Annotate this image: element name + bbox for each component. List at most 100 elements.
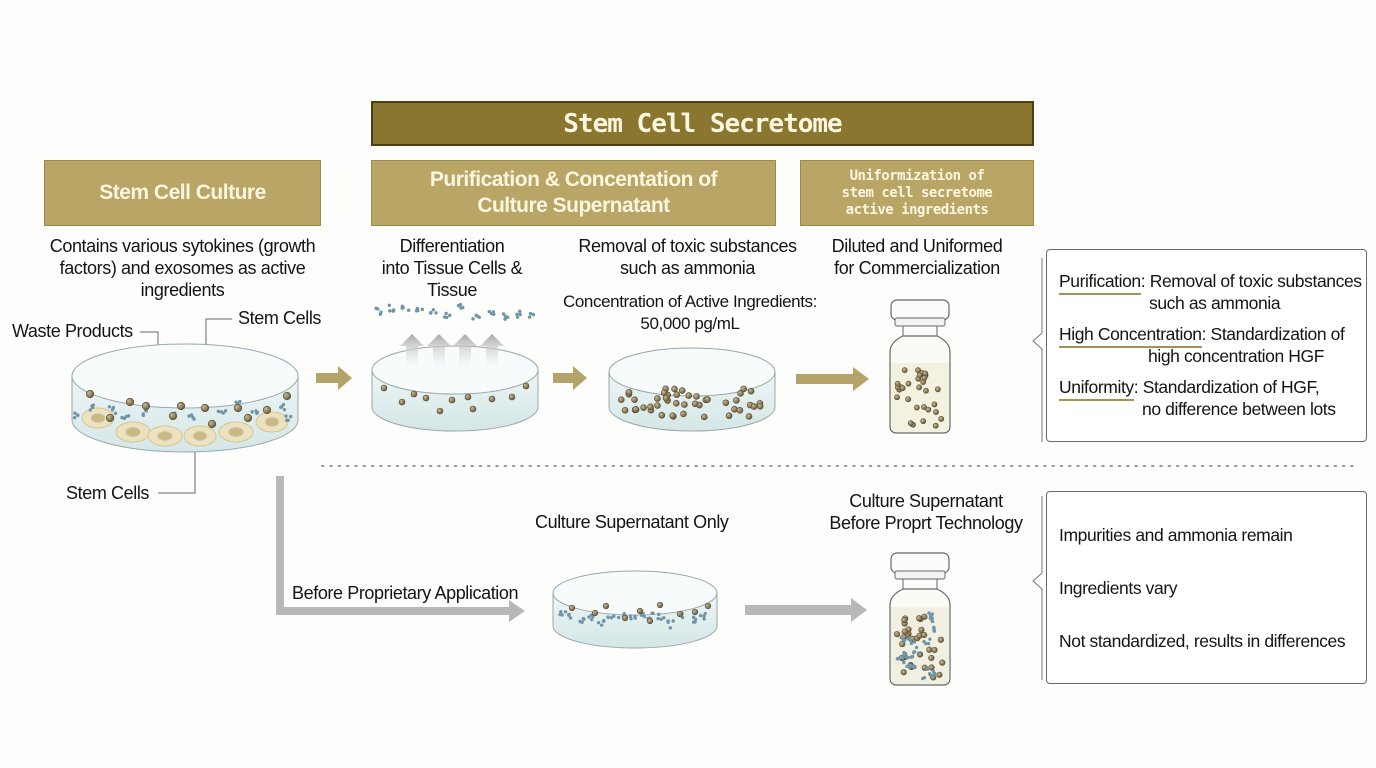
particle-brown [921, 404, 927, 410]
particle-brown [931, 401, 938, 408]
info-key-text: High Concentration [1059, 324, 1202, 344]
exosome-cluster [374, 306, 383, 317]
purification-header-line1: Purification & Concentation of [429, 168, 718, 191]
particle-brown [907, 420, 914, 427]
info-item-high-concentration: High Concentration: Standardization of h… [1059, 323, 1345, 367]
particle-brown [750, 403, 758, 410]
particle-brown [621, 614, 629, 622]
particle-brown [923, 387, 929, 394]
info-key: High Concentration [1059, 323, 1202, 348]
particle-brown [731, 405, 738, 413]
exosome-cluster [902, 650, 908, 658]
particle-brown [700, 413, 708, 421]
info-key: Purification [1059, 271, 1141, 295]
exosome-cluster [922, 637, 932, 646]
particle-brown [436, 407, 444, 415]
exosome-cluster [912, 645, 921, 655]
differentiation-line: Tissue [427, 280, 477, 300]
exosome-cluster [558, 610, 568, 617]
exosome-cluster [698, 611, 707, 621]
particle-brown [916, 615, 923, 622]
cell-nucleus [90, 413, 106, 423]
concentration-value: 50,000 pg/mL [640, 314, 740, 333]
particle-brown [522, 382, 530, 390]
particle-brown [669, 412, 676, 419]
particle-brown [899, 385, 906, 392]
particle-brown [900, 669, 907, 676]
particle-brown [691, 608, 699, 616]
exosome-cluster [906, 654, 915, 660]
info-item-uniformity: Uniformity: Standardization of HGF, no d… [1059, 376, 1336, 420]
particle-brown [893, 631, 901, 638]
exosome-cluster [587, 613, 595, 622]
concentration-description: Concentration of Active Ingredients: 50,… [545, 291, 835, 335]
particle-brown [931, 646, 938, 654]
exosome-cluster [628, 614, 637, 621]
exosome-cluster [442, 311, 452, 320]
exosome-cluster [279, 402, 287, 412]
particle-brown [654, 402, 661, 409]
particle-brown [925, 406, 932, 413]
particle-brown [410, 390, 418, 398]
particle-brown [464, 393, 472, 401]
particle-brown [654, 395, 661, 402]
particle-brown [568, 604, 576, 612]
after-info-box: Purification: Removal of toxic substance… [1046, 249, 1367, 442]
particle-brown [662, 394, 670, 402]
before-info-box: Impurities and ammonia remain Ingredient… [1046, 491, 1367, 684]
exosome-cluster [487, 309, 496, 316]
differentiation-line: into Tissue Cells & [381, 258, 523, 278]
particle-brown [938, 416, 945, 422]
exosome-cluster [187, 413, 196, 421]
particle-brown [658, 411, 666, 419]
particle-brown [915, 367, 921, 374]
purification-header-line2: Culture Supernatant [477, 194, 670, 217]
exosome-cluster [925, 667, 937, 678]
secretome-header: Stem Cell Secretome [371, 101, 1034, 146]
before-item: Impurities and ammonia remain [1059, 525, 1293, 545]
arrow-right-1 [316, 366, 352, 390]
differentiation-description: Differentiation into Tissue Cells & Tiss… [352, 235, 552, 301]
particle-brown [676, 610, 684, 618]
exosome-cluster [666, 619, 675, 630]
diluted-description: Diluted and Uniformed for Commercializat… [800, 235, 1034, 279]
particle-brown [939, 659, 946, 666]
exosome-cluster [250, 409, 260, 415]
exosome-cluster [911, 664, 917, 670]
particle-brown [282, 391, 292, 401]
particle-brown [722, 399, 730, 407]
exosome-cluster [606, 614, 616, 620]
particle-brown [200, 403, 210, 413]
particle-brown [916, 372, 923, 379]
exosome-cluster [216, 409, 228, 415]
particle-brown [646, 617, 654, 625]
arrow-right-2 [553, 366, 587, 390]
info-text-cont: high concentration HGF [1148, 346, 1325, 366]
particle-brown [617, 396, 625, 403]
uniformization-header-line2: stem cell secretome [841, 184, 993, 201]
particle-brown [901, 616, 908, 624]
exosome-cluster [88, 403, 95, 412]
particle-brown [631, 396, 638, 404]
particle-brown [745, 413, 753, 420]
particle-brown [905, 380, 912, 387]
particle-brown [901, 628, 908, 635]
particle-brown [141, 401, 151, 411]
particle-brown [737, 390, 744, 397]
exosome-cluster [596, 618, 606, 627]
particle-brown [656, 601, 664, 609]
particle-brown [937, 636, 944, 643]
particle-brown [625, 388, 633, 396]
differentiation-line: Differentiation [399, 236, 505, 256]
exosome-cluster [400, 304, 411, 312]
exosome-cluster [527, 311, 536, 319]
exosome-cluster [501, 312, 510, 321]
particle-brown [905, 396, 912, 403]
particle-brown [85, 389, 95, 399]
exosome-cluster [456, 302, 465, 310]
before-vial-label-line: Culture Supernatant [849, 491, 1003, 511]
exosome-cluster [414, 306, 425, 313]
before-path-label: Before Proprietary Application [292, 583, 519, 603]
particle-brown [508, 393, 516, 401]
particle-brown [380, 384, 388, 392]
